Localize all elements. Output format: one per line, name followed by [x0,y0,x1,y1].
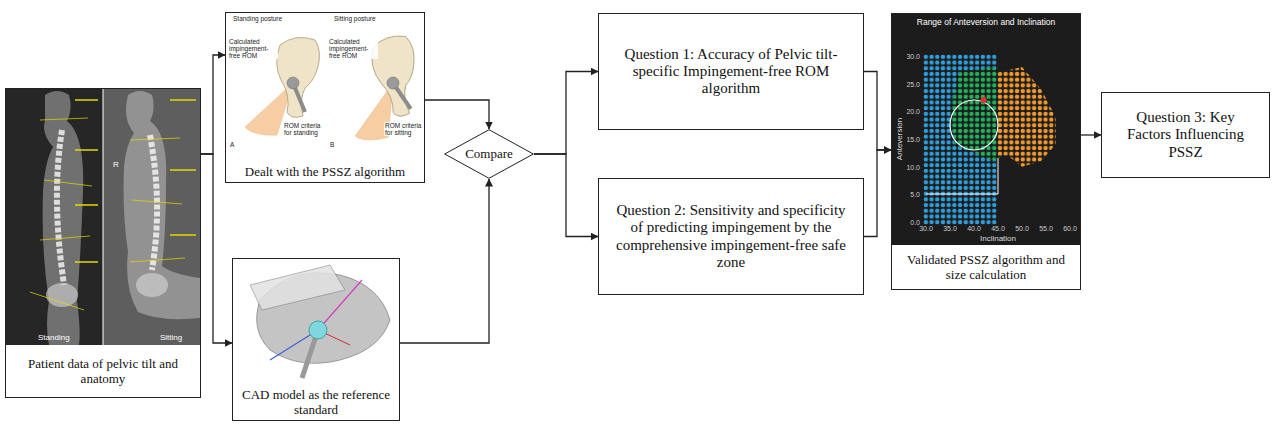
node-text: Validated PSSZ algorithm and size calcul… [900,253,1072,283]
node-text: Question 1: Accuracy of Pelvic tilt-spec… [611,46,851,98]
chart-title: Range of Anteversion and Inclination [917,17,1055,27]
question-box: Question 3: Key Factors Influencing PSSZ [1101,92,1270,178]
flow-arrow [425,100,489,129]
node-text: Dealt with the PSSZ algorithm [234,165,416,180]
flow-arrow [400,179,489,343]
text-block: CAD model as the reference standard [233,388,399,418]
image-label: Standing [38,333,70,342]
safe-zone-chart [892,14,1080,245]
flow-arrow [534,154,598,237]
axis-tick: 25.0 [906,80,920,87]
annotation-label: Standing posture [232,15,283,22]
axis-tick: 5.0 [910,191,920,198]
axis-tick: 35.0 [943,225,957,232]
xray-images [6,89,201,345]
axis-title: Anteversion [895,118,904,160]
axis-tick: 40.0 [967,225,981,232]
text-block: Question 2: Sensitivity and specificity … [599,202,863,271]
flow-arrow [534,72,598,155]
axis-tick: 50.0 [1015,225,1029,232]
axis-tick: 30.0 [919,225,933,232]
flow-arrow [201,55,225,154]
text-block: Dealt with the PSSZ algorithm [226,165,424,180]
node-text: Question 3: Key Factors Influencing PSSZ [1114,109,1257,161]
text-block: Compare [444,147,534,162]
image-label: R [113,160,119,169]
axis-tick: 20.0 [906,108,920,115]
image-label: Sitting [160,333,182,342]
axis-tick: 55.0 [1039,225,1053,232]
annotation-label: ROM criteria for standing [283,122,325,136]
node-text: Question 2: Sensitivity and specificity … [611,202,851,271]
axis-tick: 30.0 [906,53,920,60]
axis-tick: 0.0 [910,219,920,226]
question-box: Question 1: Accuracy of Pelvic tilt-spec… [598,13,864,130]
axis-tick: 10.0 [906,163,920,170]
decision-diamond: Compare [444,129,534,179]
annotation-label: Sitting posture [333,15,377,22]
panel-letter: A [229,141,235,148]
node-text: CAD model as the reference standard [241,388,391,418]
cad-model-box: CAD model as the reference standard [232,258,400,421]
flow-arrow [864,150,891,237]
axis-title: Inclination [980,234,1016,243]
annotation-label: ROM criteria for sitting [384,122,424,136]
diamond-shape [445,130,534,179]
flow-arrow [864,72,891,151]
text-block: Patient data of pelvic tilt and anatomy [6,357,200,387]
annotation-label: Calculated impingement-free ROM [228,38,278,59]
axis-tick: 60.0 [1063,225,1077,232]
image-panel-box: Patient data of pelvic tilt and anatomy [5,88,201,398]
flow-arrow [1081,134,1101,135]
panel-letter: B [329,141,335,148]
annotation-label: Calculated impingement-free ROM [328,38,378,59]
question-box: Question 2: Sensitivity and specificity … [598,178,864,295]
text-block: Validated PSSZ algorithm and size calcul… [892,253,1080,283]
text-block: Question 3: Key Factors Influencing PSSZ [1102,109,1269,161]
cad-illustration [250,265,390,378]
text-block: Question 1: Accuracy of Pelvic tilt-spec… [599,46,863,98]
node-text: Compare [446,147,532,162]
axis-tick: 45.0 [991,225,1005,232]
axis-tick: 15.0 [906,136,920,143]
node-text: Patient data of pelvic tilt and anatomy [14,357,192,387]
